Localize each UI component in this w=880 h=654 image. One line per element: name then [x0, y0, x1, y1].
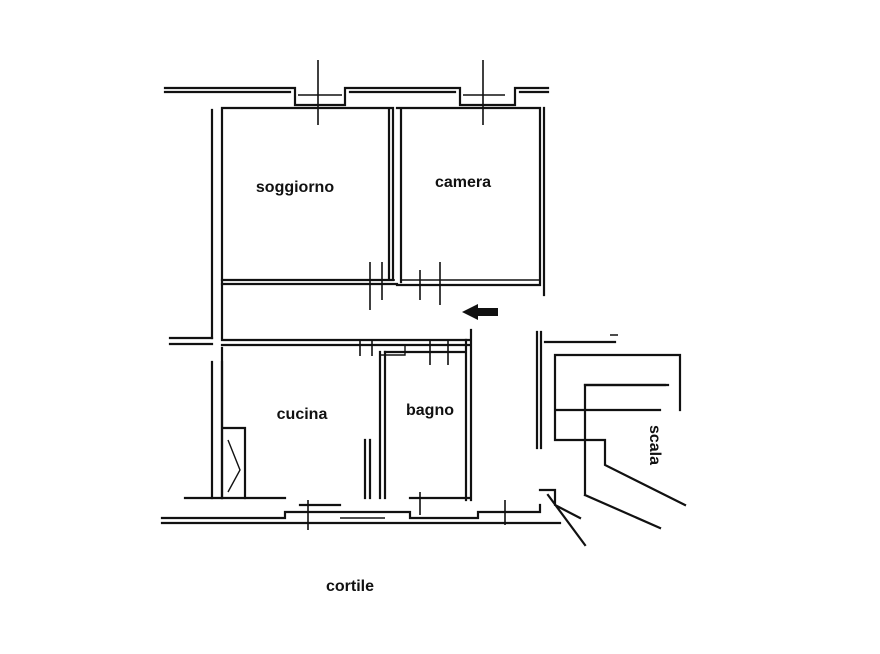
label-soggiorno: soggiorno: [256, 179, 334, 196]
walls: [160, 86, 687, 547]
label-camera: camera: [435, 174, 491, 191]
doorway-marks: [380, 334, 618, 356]
label-scala: scala: [646, 425, 663, 465]
kitchen-counter: [227, 439, 241, 493]
label-cucina: cucina: [277, 406, 328, 423]
arrow-left-icon: [462, 304, 498, 320]
bagno-walls: [383, 328, 473, 502]
left-wall: [210, 108, 224, 500]
label-cortile: cortile: [326, 578, 374, 595]
label-bagno: bagno: [406, 402, 454, 419]
fixtures: [227, 334, 618, 519]
camera-walls: [395, 106, 546, 297]
soggiorno-walls: [220, 106, 395, 282]
top-wall: [163, 86, 550, 107]
cucina-walls: [220, 346, 387, 500]
bottom-wall: [160, 496, 562, 525]
corridor-walls: [168, 282, 472, 347]
window-ticks: [298, 60, 540, 530]
